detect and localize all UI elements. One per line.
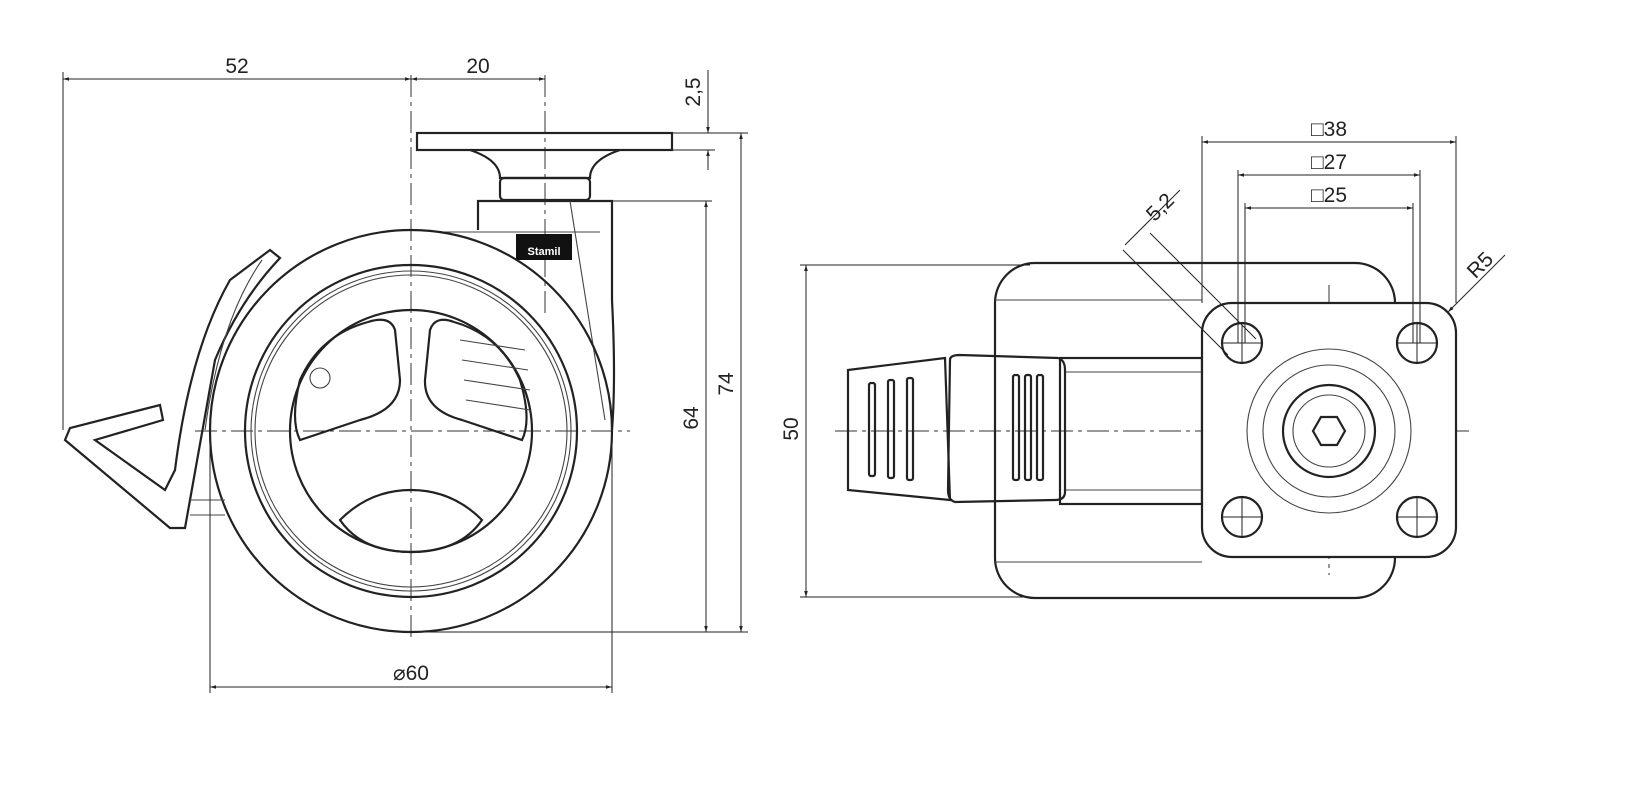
hub-window-left <box>293 318 402 442</box>
hub-detail <box>309 367 331 389</box>
dim-line-5-2 <box>1124 189 1181 246</box>
mounting-plate <box>1200 301 1458 559</box>
stem-circle <box>1281 383 1377 479</box>
dim-label-27: □27 <box>1311 151 1347 174</box>
brand-logo <box>516 234 572 260</box>
fork-bracket-detail <box>438 200 606 421</box>
dim-label-50: 50 <box>780 417 803 440</box>
mounting-holes <box>1220 321 1439 539</box>
brake-pedal-top <box>846 356 952 502</box>
dim-label-38: □38 <box>1311 118 1347 141</box>
wheel-tread-ring <box>243 263 579 599</box>
dim-label-74: 74 <box>715 372 738 396</box>
dim-label-r5: R5 <box>1463 248 1498 283</box>
dim-label-20: 20 <box>466 55 489 78</box>
boss-outer <box>1246 348 1412 514</box>
ext-line <box>1149 232 1257 340</box>
dim-label-2-5: 2,5 <box>682 77 705 106</box>
dim-label-5-2: 5,2 <box>1142 189 1179 226</box>
hex-socket <box>1311 415 1347 447</box>
fork-bracket <box>476 199 616 431</box>
hub-window-right <box>423 318 528 442</box>
pedal-ribs <box>867 373 1045 482</box>
brake-pedal-detail <box>190 259 263 516</box>
dim-label-52: 52 <box>225 55 248 78</box>
top-plate <box>415 131 674 152</box>
dim-line-r5 <box>1447 254 1506 313</box>
hub-window-bottom <box>338 488 484 554</box>
stem-inner <box>1292 394 1366 468</box>
wheel-inner-ring-2 <box>254 274 568 588</box>
dim-label-25: □25 <box>1311 184 1347 207</box>
boss-mid <box>1262 364 1396 498</box>
brake-lever-top <box>946 353 1067 504</box>
dim-label-60: ⌀60 <box>393 662 429 685</box>
side-view: Stamil 52 20 2,5 64 74 ⌀6 <box>62 55 748 693</box>
top-view: □38 □27 □25 5,2 R5 50 <box>780 118 1506 600</box>
hub-ribs <box>459 339 531 411</box>
wheel-inner-ring <box>250 270 572 592</box>
ext-line <box>1122 249 1229 356</box>
dim-label-64: 64 <box>680 406 703 430</box>
brake-pedal <box>63 248 282 530</box>
brand-logo-text: Stamil <box>527 246 560 258</box>
